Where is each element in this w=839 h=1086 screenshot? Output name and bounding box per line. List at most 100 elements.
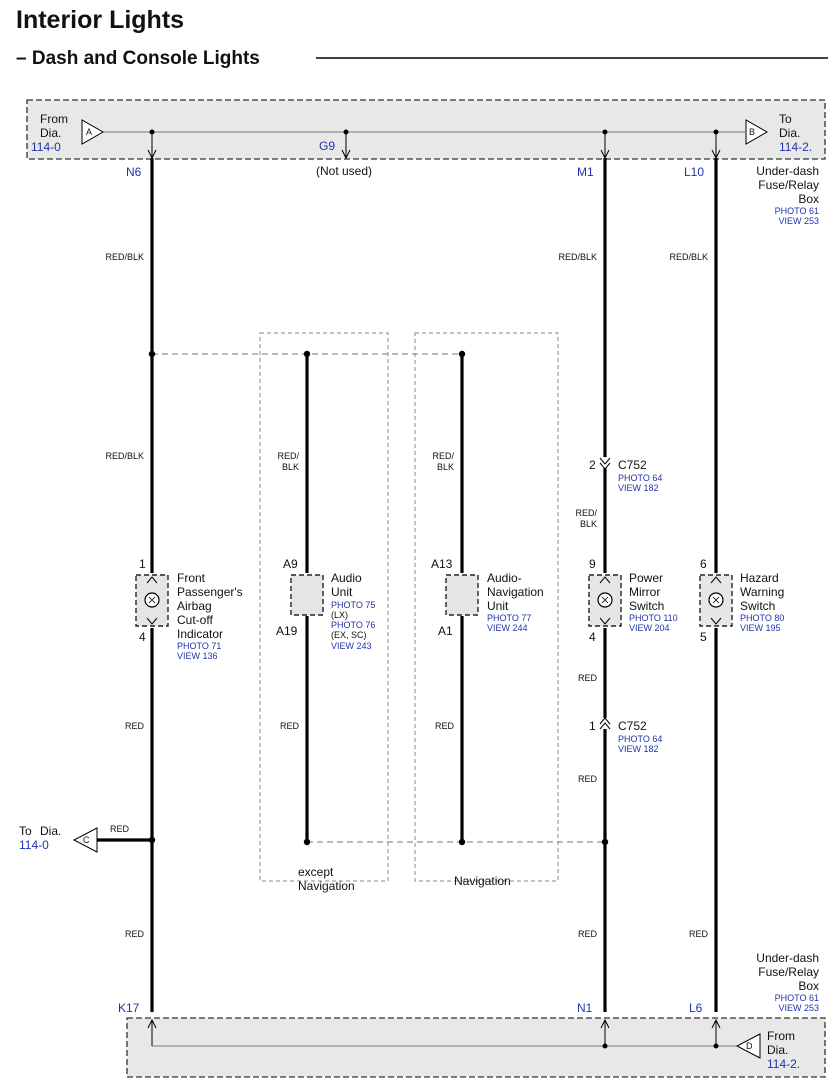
power-mirror-switch [588,574,622,627]
component-label: Navigation [487,585,544,599]
pin-label: 5 [700,630,707,644]
wire-color-label: RED/BLK [105,451,144,461]
page-subtitle: – Dash and Console Lights [16,48,260,69]
pin-label: A19 [276,624,298,638]
component-label: Front [177,571,206,585]
top-to-ref: 114-2. [779,140,812,154]
component-label: Audio [331,571,362,585]
wire-color-label: BLK [580,519,597,529]
wire-color-label: BLK [437,462,454,472]
not-used-label: (Not used) [316,164,372,178]
top-box-name-1: Under-dash [756,164,819,178]
pin-label: A13 [431,557,453,571]
terminal-n1: N1 [577,1001,593,1015]
pin-label: 2 [589,458,596,472]
to-c-label: To [19,824,32,838]
terminal-l6: L6 [689,1001,703,1015]
view-ref: VIEW 243 [331,641,372,651]
terminal-g9: G9 [319,139,335,153]
terminal-n6: N6 [126,165,142,179]
bottom-from-ref: 114-2. [767,1057,800,1071]
top-from-ref: 114-0 [31,140,61,154]
photo-ref: PHOTO 75 [331,600,375,610]
component-label: Power [629,571,663,585]
wire-color-label: RED [578,774,598,784]
pin-label: 1 [139,557,146,571]
view-ref: VIEW 136 [177,651,218,661]
component-label: Passenger's [177,585,243,599]
page-title: Interior Lights [16,6,184,34]
except-navigation-caption-1: except [298,865,334,879]
top-fuse-relay-box [26,99,826,160]
component-label: Airbag [177,599,212,613]
connector-d: D [735,1033,761,1059]
to-c-dia: Dia. [40,824,61,838]
component-label: Unit [331,585,353,599]
photo-ref: PHOTO 80 [740,613,784,623]
top-box-name-2: Fuse/Relay [758,178,819,192]
pin-label: 4 [139,630,146,644]
airbag-cutoff-indicator [135,574,169,627]
terminal-l10: L10 [684,165,704,179]
junction-dot [713,1043,719,1049]
component-label: Mirror [629,585,660,599]
pin-label: A9 [283,557,298,571]
component-label: Warning [740,585,784,599]
wire-color-label: RED [280,721,300,731]
wire-color-label: RED [578,929,598,939]
view-ref: VIEW 204 [629,623,670,633]
top-from-label: From [40,112,68,126]
svg-text:D: D [746,1041,753,1051]
photo-ref: PHOTO 64 [618,734,662,744]
bottom-from-dia: Dia. [767,1043,788,1057]
component-label: Indicator [177,627,223,641]
bottom-from-label: From [767,1029,795,1043]
hazard-warning-switch [699,574,733,627]
svg-text:A: A [86,127,92,137]
wire-color-label: RED/ [277,451,299,461]
component-label: Switch [629,599,664,613]
top-box-photo: PHOTO 61 [775,206,819,216]
component-label: Hazard [740,571,779,585]
connector-a: A [81,119,105,145]
audio-navigation-unit [445,574,479,616]
c752-upper-symbol [599,457,611,470]
component-label: Unit [487,599,509,613]
terminal-m1: M1 [577,165,594,179]
component-label: Switch [740,599,775,613]
photo-ref: PHOTO 76 [331,620,375,630]
note: (LX) [331,610,348,620]
wire-color-label: RED [110,824,130,834]
bottom-box-view: VIEW 253 [778,1003,819,1013]
bottom-fuse-relay-box [126,1017,826,1078]
navigation-group [414,332,559,882]
wire-color-label: RED [578,673,598,683]
pin-label: 9 [589,557,596,571]
bottom-box-name-2: Fuse/Relay [758,965,819,979]
wire-color-label: RED [125,929,145,939]
junction-dot [602,1043,608,1049]
photo-ref: PHOTO 64 [618,473,662,483]
bottom-box-name-1: Under-dash [756,951,819,965]
photo-ref: PHOTO 77 [487,613,531,623]
top-box-view: VIEW 253 [778,216,819,226]
view-ref: VIEW 244 [487,623,528,633]
svg-text:C: C [83,835,90,845]
photo-ref: PHOTO 110 [629,613,678,623]
terminal-k17: K17 [118,1001,140,1015]
terminal-arrow [341,149,351,160]
connector-label: C752 [618,719,647,733]
c752-lower-symbol [599,717,611,730]
to-c-ref: 114-0 [19,838,49,852]
wire-color-label: RED/ [575,508,597,518]
wire-color-label: RED [435,721,455,731]
pin-label: 4 [589,630,596,644]
photo-ref: PHOTO 71 [177,641,221,651]
view-ref: VIEW 182 [618,744,659,754]
wire-color-label: RED/ [432,451,454,461]
pin-label: 1 [589,719,596,733]
note: (EX, SC) [331,630,367,640]
wire-color-label: RED/BLK [669,252,708,262]
view-ref: VIEW 182 [618,483,659,493]
except-navigation-caption-2: Navigation [298,879,355,893]
